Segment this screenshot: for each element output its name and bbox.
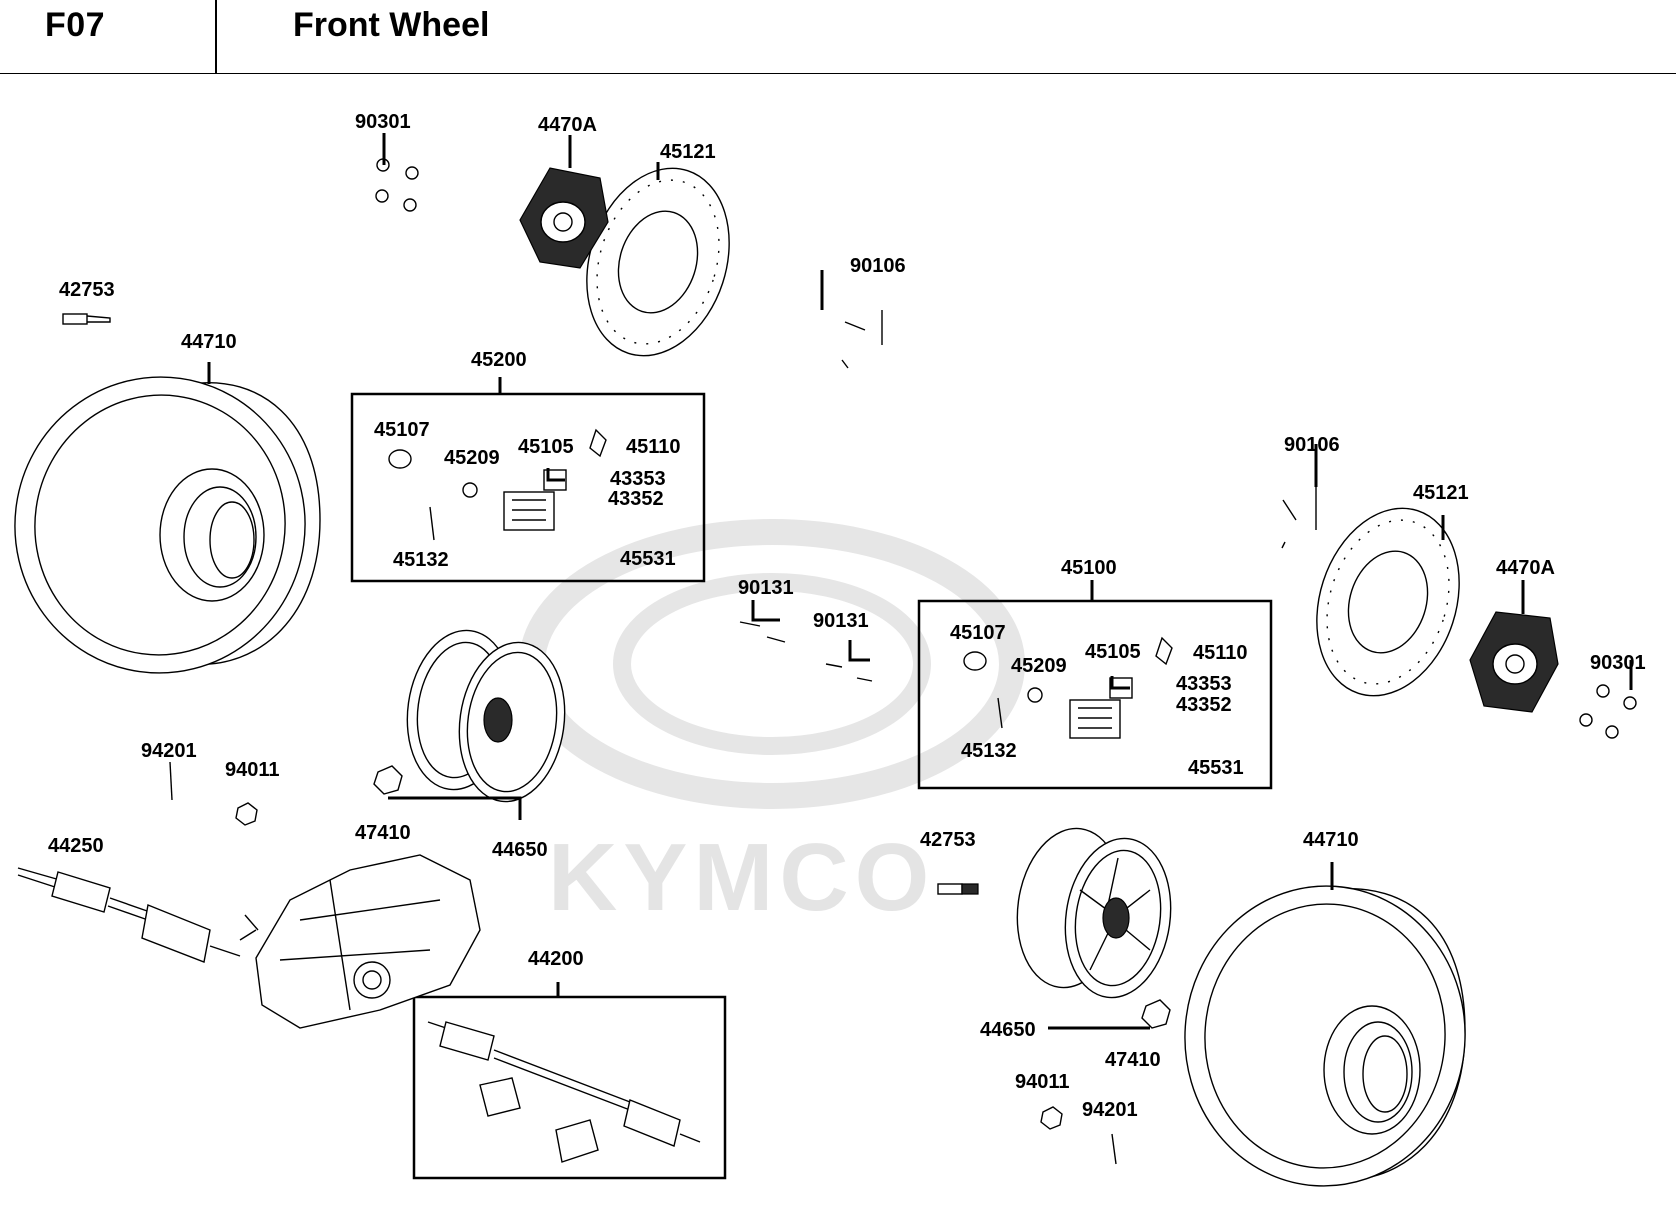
label-90106-a[interactable]: 90106 (850, 255, 906, 277)
caliper-assembly-box-right (917, 599, 1273, 790)
label-94011-a[interactable]: 94011 (225, 759, 280, 781)
label-43352-b[interactable]: 43352 (1176, 694, 1232, 716)
label-90106-b[interactable]: 90106 (1284, 434, 1340, 456)
leader-lines (207, 133, 1633, 1030)
tire-left-icon[interactable] (0, 358, 324, 691)
label-45100[interactable]: 45100 (1061, 557, 1117, 579)
label-43352-a[interactable]: 43352 (608, 488, 664, 510)
rim-right-icon[interactable] (1007, 822, 1180, 1005)
label-90131-a[interactable]: 90131 (738, 577, 794, 599)
label-44650-a[interactable]: 44650 (492, 839, 548, 861)
drive-shaft-box (412, 995, 727, 1180)
label-45531-a[interactable]: 45531 (620, 548, 676, 570)
axle-outer-icon[interactable] (17, 867, 241, 963)
brand-watermark: KYMCO (519, 519, 1025, 931)
studs-right-icon[interactable] (1281, 487, 1317, 549)
label-44200[interactable]: 44200 (528, 948, 584, 970)
wheel-nuts-right-icon[interactable] (1579, 684, 1637, 739)
label-45105-a[interactable]: 45105 (518, 436, 574, 458)
part-labels: 90301 4470A 45121 90106 42753 44710 4520… (48, 111, 1646, 1121)
label-45209-a[interactable]: 45209 (444, 447, 500, 469)
bolts-right-icon[interactable] (825, 663, 873, 682)
label-44650-b[interactable]: 44650 (980, 1019, 1036, 1041)
label-42753-a[interactable]: 42753 (59, 279, 115, 301)
hub-nut-left-icon[interactable] (373, 765, 403, 795)
rim-left-icon[interactable] (397, 624, 574, 809)
label-45121-a[interactable]: 45121 (660, 141, 716, 163)
cotter-pin-left-icon[interactable] (169, 761, 173, 801)
label-44250[interactable]: 44250 (48, 835, 104, 857)
label-45132-a[interactable]: 45132 (393, 549, 449, 571)
label-90301-a[interactable]: 90301 (355, 111, 411, 133)
label-4470A-a[interactable]: 4470A (538, 114, 597, 136)
label-43353-a[interactable]: 43353 (610, 468, 666, 490)
label-45121-b[interactable]: 45121 (1413, 482, 1469, 504)
header-divider (215, 0, 217, 73)
cotter-pin-right-icon[interactable] (1111, 1133, 1117, 1165)
castle-nut-right-icon[interactable] (1040, 1106, 1063, 1130)
label-94201-a[interactable]: 94201 (141, 740, 197, 762)
label-45531-b[interactable]: 45531 (1188, 757, 1244, 779)
label-45209-b[interactable]: 45209 (1011, 655, 1067, 677)
label-45110-a[interactable]: 45110 (626, 436, 681, 458)
label-4470A-b[interactable]: 4470A (1496, 557, 1555, 579)
label-45107-b[interactable]: 45107 (950, 622, 1006, 644)
label-45132-b[interactable]: 45132 (961, 740, 1017, 762)
watermark-text: KYMCO (548, 824, 935, 931)
label-44710-b[interactable]: 44710 (1303, 829, 1359, 851)
brake-disc-right-icon[interactable] (1294, 490, 1483, 715)
axle-assembly-icon[interactable] (427, 1021, 701, 1163)
label-44710-a[interactable]: 44710 (181, 331, 237, 353)
label-90131-b[interactable]: 90131 (813, 610, 869, 632)
bolts-left-icon[interactable] (739, 621, 786, 643)
label-94011-b[interactable]: 94011 (1015, 1071, 1070, 1093)
label-94201-b[interactable]: 94201 (1082, 1099, 1138, 1121)
label-45110-b[interactable]: 45110 (1193, 642, 1248, 664)
hub-nut-right-icon[interactable] (1141, 999, 1171, 1029)
caliper-assembly-box-left (350, 392, 706, 583)
tire-right-icon[interactable] (1175, 877, 1475, 1196)
valve-stem-left-icon[interactable] (62, 313, 111, 325)
label-47410-a[interactable]: 47410 (355, 822, 411, 844)
hub-left-icon[interactable] (519, 167, 609, 269)
label-90301-b[interactable]: 90301 (1590, 652, 1646, 674)
studs-left-icon[interactable] (841, 310, 883, 369)
diagram-title: Front Wheel (293, 6, 490, 44)
page-header: F07 Front Wheel (0, 0, 1676, 74)
label-47410-b[interactable]: 47410 (1105, 1049, 1161, 1071)
label-42753-b[interactable]: 42753 (920, 829, 976, 851)
front-differential-icon[interactable] (239, 854, 481, 1029)
diagram-code: F07 (45, 6, 106, 44)
castle-nut-left-icon[interactable] (235, 802, 258, 826)
label-45107-a[interactable]: 45107 (374, 419, 430, 441)
hub-right-icon[interactable] (1469, 611, 1559, 713)
valve-stem-right-icon[interactable] (937, 883, 979, 895)
label-45105-b[interactable]: 45105 (1085, 641, 1141, 663)
label-43353-b[interactable]: 43353 (1176, 673, 1232, 695)
label-45200[interactable]: 45200 (471, 349, 527, 371)
wheel-nuts-left-icon[interactable] (375, 158, 419, 212)
